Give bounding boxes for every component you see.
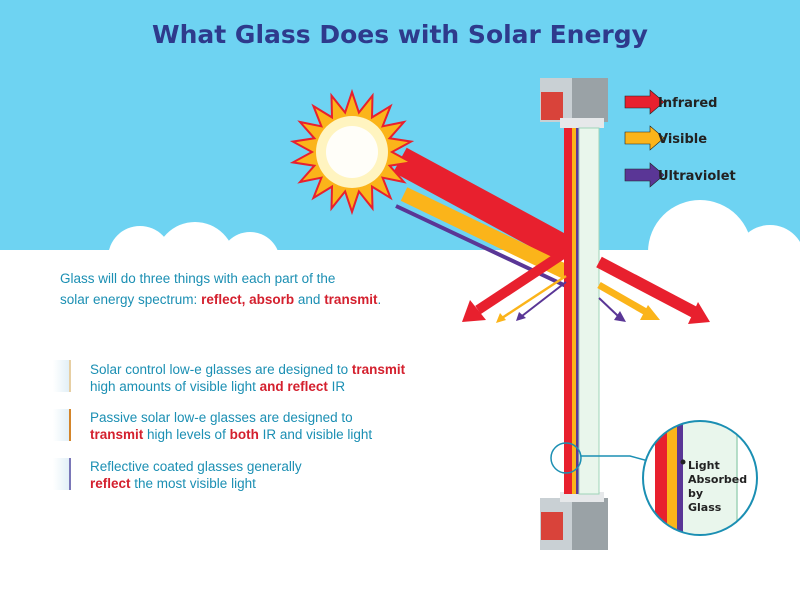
keyword-reflect: reflect, xyxy=(201,292,246,307)
infrared-transmitted xyxy=(596,256,697,318)
swatch-edge xyxy=(69,409,71,441)
glass-pane xyxy=(564,127,600,495)
ultraviolet-legend-arrow xyxy=(624,162,665,188)
solar-control-glass-swatch xyxy=(53,360,71,392)
ultraviolet-transmitted xyxy=(598,297,619,317)
infrared-reflected xyxy=(475,247,569,315)
intro-prefix: solar energy spectrum: xyxy=(60,292,202,307)
swatch-edge xyxy=(69,360,71,392)
absorbed-marker xyxy=(680,459,686,465)
intro-and: and xyxy=(297,292,321,307)
page-title: What Glass Does with Solar Energy xyxy=(152,20,648,49)
magnifier-small-circle xyxy=(550,442,582,474)
keyword-transmit: transmit xyxy=(324,292,378,307)
note-reflective-coated: Reflective coated glasses generally refl… xyxy=(90,459,302,491)
sun xyxy=(289,88,415,216)
passive-solar-glass-swatch xyxy=(53,409,71,441)
infrared-ray-in xyxy=(393,147,573,263)
infrared-legend-arrow xyxy=(624,89,665,115)
visible-ray-in xyxy=(400,187,570,279)
intro-line-1: Glass will do three things with each par… xyxy=(60,271,336,286)
intro-period: . xyxy=(377,292,382,307)
visible-transmitted xyxy=(597,281,648,316)
visible-reflected xyxy=(501,274,567,320)
note-solar-control: Solar control low-e glasses are designed… xyxy=(90,362,406,394)
magnifier xyxy=(550,420,758,536)
outgoing-rays xyxy=(462,247,710,324)
visible-legend-arrow xyxy=(624,125,665,151)
keyword-absorb: absorb xyxy=(249,292,295,307)
legend-infrared-label: Infrared xyxy=(658,96,718,111)
magnifier-detail-circle xyxy=(642,420,758,536)
legend-visible-label: Visible xyxy=(658,132,708,147)
light-absorbed-label: Light Absorbed by Glass xyxy=(688,459,748,514)
reflective-coated-glass-swatch xyxy=(53,458,71,490)
intro-line-2: solar energy spectrum: reflect, absorb a… xyxy=(60,289,480,310)
swatch-edge xyxy=(69,458,71,490)
note-passive-solar: Passive solar low-e glasses are designed… xyxy=(90,410,373,442)
window-frame xyxy=(540,78,608,550)
legend-arrows xyxy=(624,89,665,188)
clouds xyxy=(108,200,800,304)
magnifier-connector xyxy=(581,455,653,463)
intro-text: Glass will do three things with each par… xyxy=(60,268,480,310)
legend-ultraviolet-label: Ultraviolet xyxy=(658,169,736,184)
ultraviolet-reflected xyxy=(521,281,567,317)
